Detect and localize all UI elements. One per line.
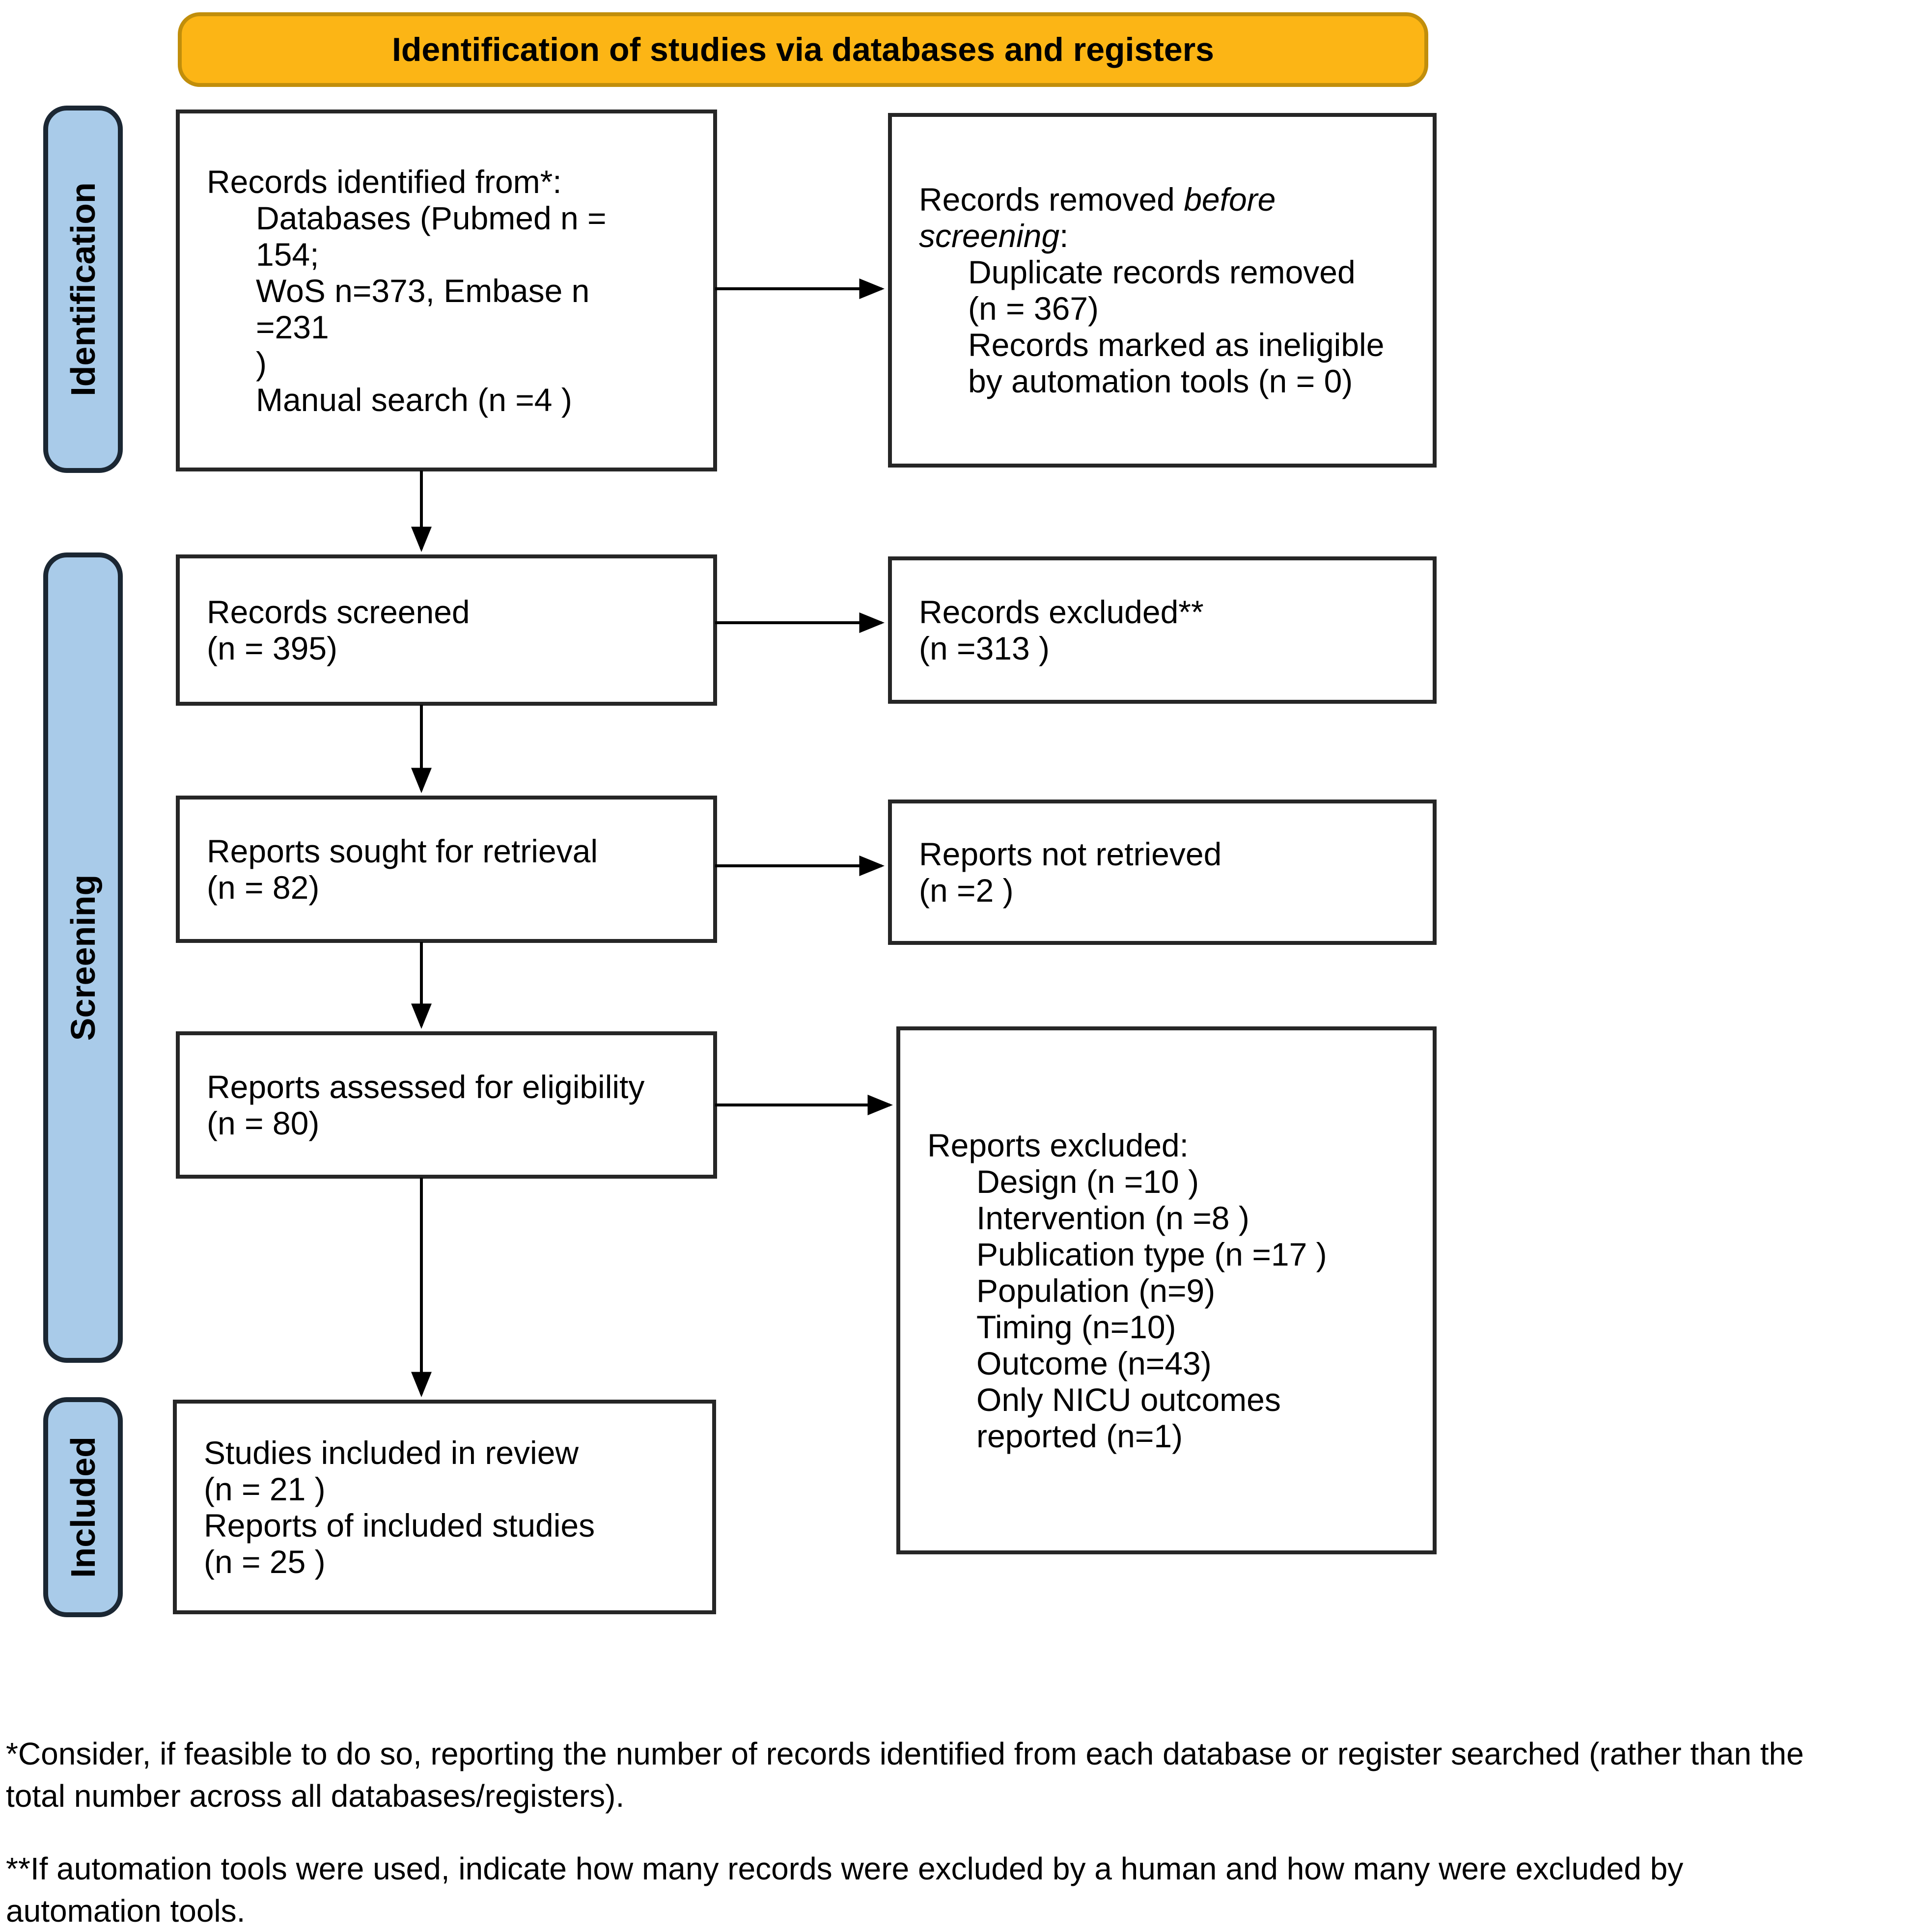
text-line: Duplicate records removed: [968, 254, 1356, 290]
box-records-removed-title: Records removed before screening:: [919, 181, 1388, 254]
text-line: Intervention (n =8 ): [976, 1199, 1249, 1236]
box-reports-not-retrieved: Reports not retrieved(n =2 ): [888, 800, 1437, 945]
box-records-removed-items: Duplicate records removed(n = 367)Record…: [919, 254, 1388, 399]
text-line: (n = 367): [968, 290, 1099, 327]
stage-label-identification: Identification: [43, 106, 123, 473]
text-line: Publication type (n =17 ): [976, 1236, 1327, 1272]
box-records-screened: Records screened(n = 395): [176, 554, 717, 706]
text-line: by automation tools (n = 0): [968, 363, 1353, 399]
text-line: (n = 82): [207, 869, 320, 906]
text-line: Reports not retrieved: [919, 836, 1222, 872]
text-line: Population (n=9): [976, 1272, 1216, 1309]
box-records-removed-title-pre: Records removed: [919, 181, 1184, 218]
text-line: Databases (Pubmed n = 154;: [256, 199, 607, 273]
box-records-removed-title-italic: before screening: [919, 181, 1276, 254]
box-records-removed-before-screening: Records removed before screening: Duplic…: [888, 113, 1437, 468]
box-studies-included-in-review: Studies included in review(n = 21 )Repor…: [173, 1400, 716, 1614]
text-line: Records screened: [207, 594, 470, 630]
text-line: *Consider, if feasible to do so, reporti…: [6, 1736, 1804, 1771]
box-reports-excluded: Reports excluded:Design (n =10 )Interven…: [896, 1026, 1437, 1554]
text-line: Records identified from*:: [207, 163, 562, 200]
text-line: (n = 21 ): [204, 1470, 326, 1507]
text-line: Reports assessed for eligibility: [207, 1069, 645, 1105]
text-line: Reports of included studies: [204, 1507, 595, 1544]
text-line: (n = 80): [207, 1105, 320, 1141]
text-line: (n = 395): [207, 630, 337, 666]
box-reports-assessed-for-eligibility: Reports assessed for eligibility(n = 80): [176, 1031, 717, 1179]
text-line: Reports excluded:: [927, 1127, 1189, 1163]
text-line: reported (n=1): [976, 1417, 1183, 1454]
footnote-databases-registers: *Consider, if feasible to do so, reporti…: [6, 1733, 1907, 1817]
text-line: automation tools.: [6, 1893, 246, 1929]
stage-label-screening: Screening: [43, 552, 123, 1363]
stage-label-included-text: Included: [64, 1436, 103, 1578]
text-line: (n =313 ): [919, 630, 1050, 666]
text-line: Timing (n=10): [976, 1308, 1176, 1345]
text-line: Records excluded**: [919, 594, 1204, 630]
text-line: Manual search (n =4 ): [256, 381, 572, 418]
text-line: Studies included in review: [204, 1434, 579, 1471]
box-reports-sought-for-retrieval: Reports sought for retrieval(n = 82): [176, 796, 717, 943]
stage-label-included: Included: [43, 1397, 123, 1617]
box-records-removed-title-post: :: [1059, 218, 1069, 254]
text-line: ): [256, 345, 267, 382]
text-line: Records marked as ineligible: [968, 327, 1385, 363]
text-line: **If automation tools were used, indicat…: [6, 1851, 1684, 1886]
text-line: Reports sought for retrieval: [207, 833, 598, 869]
text-line: Design (n =10 ): [976, 1163, 1199, 1200]
banner-identification-via-databases: Identification of studies via databases …: [178, 12, 1428, 87]
stage-label-screening-text: Screening: [64, 874, 103, 1041]
box-records-identified: Records identified from*:Databases (Pubm…: [176, 110, 717, 471]
text-line: WoS n=373, Embase n =231: [256, 272, 590, 345]
text-line: Outcome (n=43): [976, 1345, 1212, 1381]
text-line: Only NICU outcomes: [976, 1381, 1281, 1418]
box-records-excluded: Records excluded**(n =313 ): [888, 556, 1437, 704]
stage-label-identification-text: Identification: [64, 182, 102, 396]
text-line: total number across all databases/regist…: [6, 1778, 625, 1814]
text-line: (n =2 ): [919, 872, 1014, 909]
text-line: (n = 25 ): [204, 1543, 326, 1580]
footnote-automation-tools: **If automation tools were used, indicat…: [6, 1848, 1907, 1932]
